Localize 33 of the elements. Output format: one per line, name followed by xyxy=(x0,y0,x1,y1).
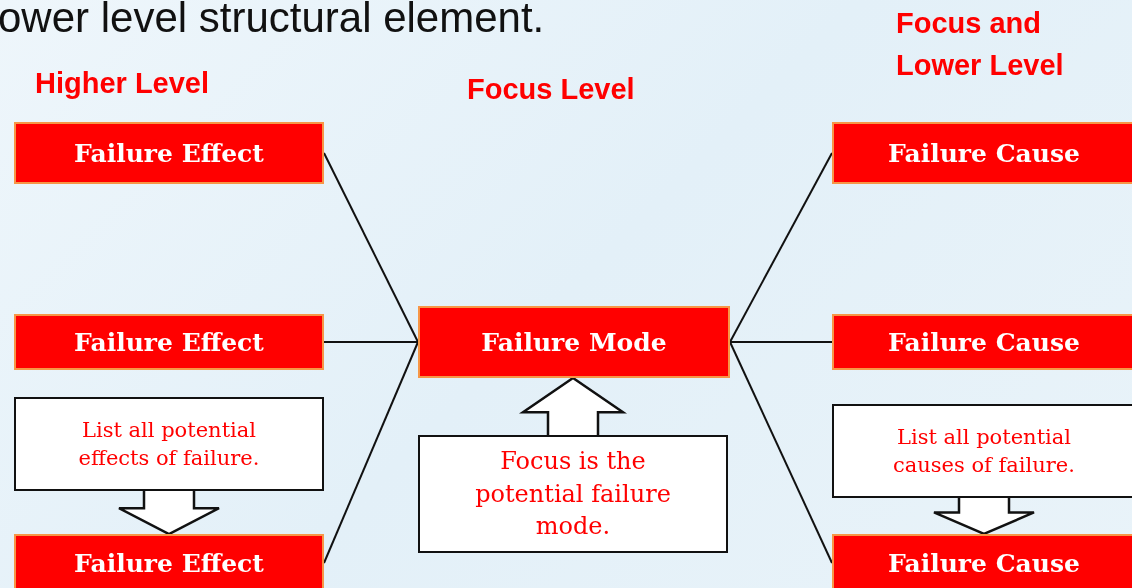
connector-line xyxy=(729,341,833,343)
box-label: Failure Mode xyxy=(481,327,667,357)
label-box xyxy=(14,314,324,370)
block-arrow xyxy=(518,376,628,437)
box-label: Failure Cause xyxy=(888,138,1080,168)
label-box xyxy=(418,306,730,378)
connector-line xyxy=(323,341,419,343)
callout-box xyxy=(418,435,728,553)
connector-line xyxy=(729,152,833,343)
box-label: Failure Effect xyxy=(74,327,264,357)
connector-line xyxy=(323,341,419,564)
label-box xyxy=(14,534,324,588)
label-box xyxy=(832,314,1132,370)
label-box xyxy=(832,122,1132,184)
block-arrow xyxy=(932,496,1036,536)
column-heading: Focus Level xyxy=(467,72,635,107)
block-arrow xyxy=(117,489,221,536)
connector-line xyxy=(323,152,419,343)
callout-text: Focus is the potential failure mode. xyxy=(474,446,672,543)
column-heading: Higher Level xyxy=(35,66,210,101)
box-label: Failure Cause xyxy=(888,327,1080,357)
column-heading: Focus and Lower Level xyxy=(896,6,1065,84)
box-label: Failure Effect xyxy=(74,138,264,168)
callout-text: List all potential effects of failure. xyxy=(77,416,261,472)
connector-line xyxy=(729,341,833,564)
callout-box xyxy=(832,404,1132,498)
slide-title: ower level structural element. xyxy=(0,0,545,42)
callout-text: List all potential causes of failure. xyxy=(892,423,1076,479)
box-label: Failure Cause xyxy=(888,548,1080,578)
callout-box xyxy=(14,397,324,491)
label-box xyxy=(832,534,1132,588)
label-box xyxy=(14,122,324,184)
box-label: Failure Effect xyxy=(74,548,264,578)
